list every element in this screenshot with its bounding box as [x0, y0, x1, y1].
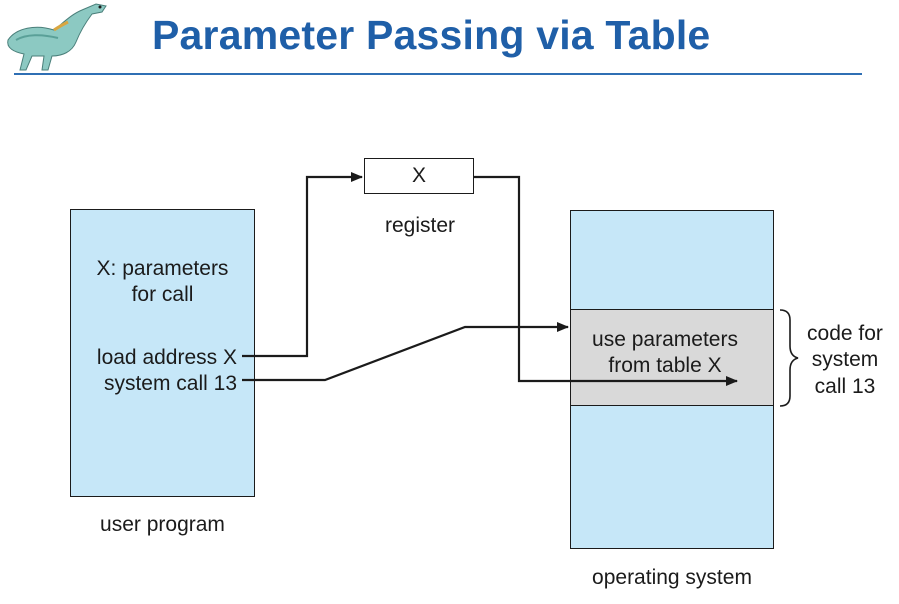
slide-title: Parameter Passing via Table [152, 12, 711, 58]
user-program-box [70, 209, 255, 497]
title-divider [14, 73, 862, 75]
arrow-load-to-register [242, 172, 363, 358]
register-box [364, 158, 474, 194]
operating-system-label: operating system [592, 566, 752, 589]
user-program-line1: X: parameters [96, 257, 229, 280]
curly-brace [779, 309, 799, 407]
user-program-line3: load address X [96, 346, 237, 369]
register-value: X [411, 164, 426, 187]
code-line2: from table X [608, 354, 722, 377]
user-program-label: user program [100, 513, 225, 536]
register-label: register [384, 214, 456, 237]
arrow-register-to-table [474, 175, 738, 386]
system-call-code-box [570, 309, 774, 406]
user-program-line4: system call 13 [103, 372, 237, 395]
brace-label-line2: system [811, 348, 879, 371]
brace-label-line3: call 13 [814, 375, 876, 398]
arrow-syscall-to-code [242, 322, 569, 382]
dinosaur-logo [7, 3, 107, 71]
user-program-line2: for call [131, 283, 194, 306]
brace-label-line1: code for [807, 322, 883, 345]
code-line1: use parameters [592, 328, 738, 351]
